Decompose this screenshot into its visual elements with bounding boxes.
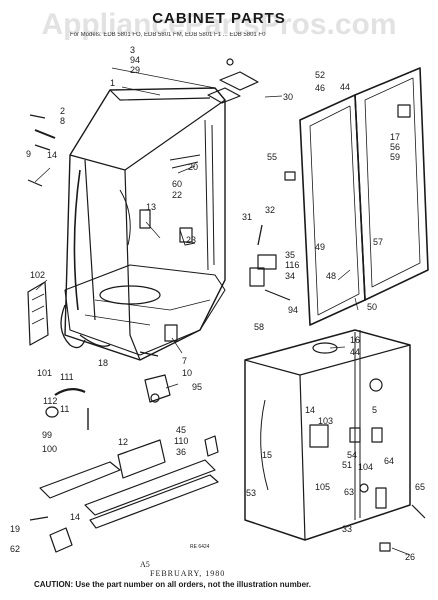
callout-34: 34: [285, 271, 295, 281]
callout-15: 15: [262, 450, 272, 460]
callout-110: 110: [174, 436, 188, 446]
callout-60: 60: [172, 179, 182, 189]
footer-date: FEBRUARY, 1980: [150, 569, 226, 578]
callout-3: 3: [130, 45, 135, 55]
callout-22: 22: [172, 190, 182, 200]
callout-7: 7: [182, 356, 187, 366]
bottom-kit: [29, 435, 219, 553]
callout-14a: 14: [47, 150, 57, 160]
callout-105: 105: [315, 482, 330, 492]
callout-23: 23: [186, 235, 196, 245]
diagram-title: CABINET PARTS: [152, 10, 286, 27]
callout-64: 64: [384, 456, 394, 466]
callout-18: 18: [98, 358, 108, 368]
callout-95: 95: [192, 382, 202, 392]
callout-56: 56: [390, 142, 400, 152]
callout-35: 35: [285, 250, 295, 260]
callout-51: 51: [342, 460, 352, 470]
callout-55: 55: [267, 152, 277, 162]
cap-26: [379, 542, 391, 552]
callout-45: 45: [176, 425, 186, 435]
callout-44b: 44: [350, 347, 360, 357]
door-gaskets: [299, 67, 429, 326]
callout-49: 49: [315, 242, 325, 252]
callout-52: 52: [315, 70, 325, 80]
callout-33: 33: [342, 524, 352, 534]
figure-code: RE 6424: [190, 544, 210, 550]
callout-103: 103: [318, 416, 333, 426]
callout-9: 9: [26, 149, 31, 159]
callout-59: 59: [390, 152, 400, 162]
callout-99: 99: [42, 430, 52, 440]
top-hinge: [207, 58, 259, 104]
screw-65: [411, 504, 426, 519]
cabinet-shell: [64, 87, 226, 361]
callout-101: 101: [37, 368, 52, 378]
callout-19: 19: [10, 524, 20, 534]
callout-58: 58: [254, 322, 264, 332]
clip-55: [284, 171, 296, 181]
wiring-harness: [60, 304, 86, 349]
callout-14b: 14: [70, 512, 80, 522]
hinge-parts: [249, 224, 291, 301]
callout-46: 46: [315, 83, 325, 93]
callout-2: 2: [60, 106, 65, 116]
left-fasteners: [27, 114, 56, 187]
callout-11: 11: [60, 404, 69, 414]
callout-116: 116: [285, 260, 299, 270]
callout-100: 100: [42, 444, 57, 454]
callout-112: 112: [43, 396, 57, 406]
rear-panel: [27, 281, 49, 346]
callout-32: 32: [265, 205, 275, 215]
callout-111: 111: [60, 372, 74, 382]
diagram-subtitle: For Models: EDB 5801 FO, EDB 5801 FM, ED…: [70, 32, 266, 38]
power-cord: [79, 334, 111, 347]
callout-94b: 94: [288, 305, 298, 315]
callout-30: 30: [283, 92, 293, 102]
callout-29: 29: [130, 65, 140, 75]
callout-57: 57: [373, 237, 383, 247]
callout-17: 17: [390, 132, 400, 142]
callout-10: 10: [182, 368, 192, 378]
callout-65: 65: [415, 482, 425, 492]
callout-44a: 44: [340, 82, 350, 92]
callout-14c: 14: [305, 405, 315, 415]
callout-62: 62: [10, 544, 20, 554]
callout-36: 36: [176, 447, 186, 457]
callout-16: 16: [350, 335, 360, 345]
callout-63: 63: [344, 487, 354, 497]
footer-caution: CAUTION: Use the part number on all orde…: [34, 580, 311, 589]
bracket-7: [164, 324, 178, 342]
cabinet-liner: [244, 329, 411, 541]
callout-8: 8: [60, 116, 65, 126]
callout-54: 54: [347, 450, 357, 460]
callout-50: 50: [367, 302, 377, 312]
callout-12: 12: [118, 437, 128, 447]
callout-48: 48: [326, 271, 336, 281]
callout-20: 20: [188, 162, 198, 172]
footer-page-ref: A5: [140, 560, 150, 569]
roller-assembly: [144, 374, 171, 403]
callout-13: 13: [146, 202, 156, 212]
leader-lines: [34, 67, 411, 556]
callout-1: 1: [110, 78, 115, 88]
drain-tube: [45, 388, 89, 430]
callout-104: 104: [358, 462, 373, 472]
callout-26: 26: [405, 552, 415, 562]
callout-53: 53: [246, 488, 256, 498]
callout-94a: 94: [130, 55, 140, 65]
callout-5: 5: [372, 405, 377, 415]
callout-31: 31: [242, 212, 252, 222]
callout-102: 102: [30, 270, 45, 280]
